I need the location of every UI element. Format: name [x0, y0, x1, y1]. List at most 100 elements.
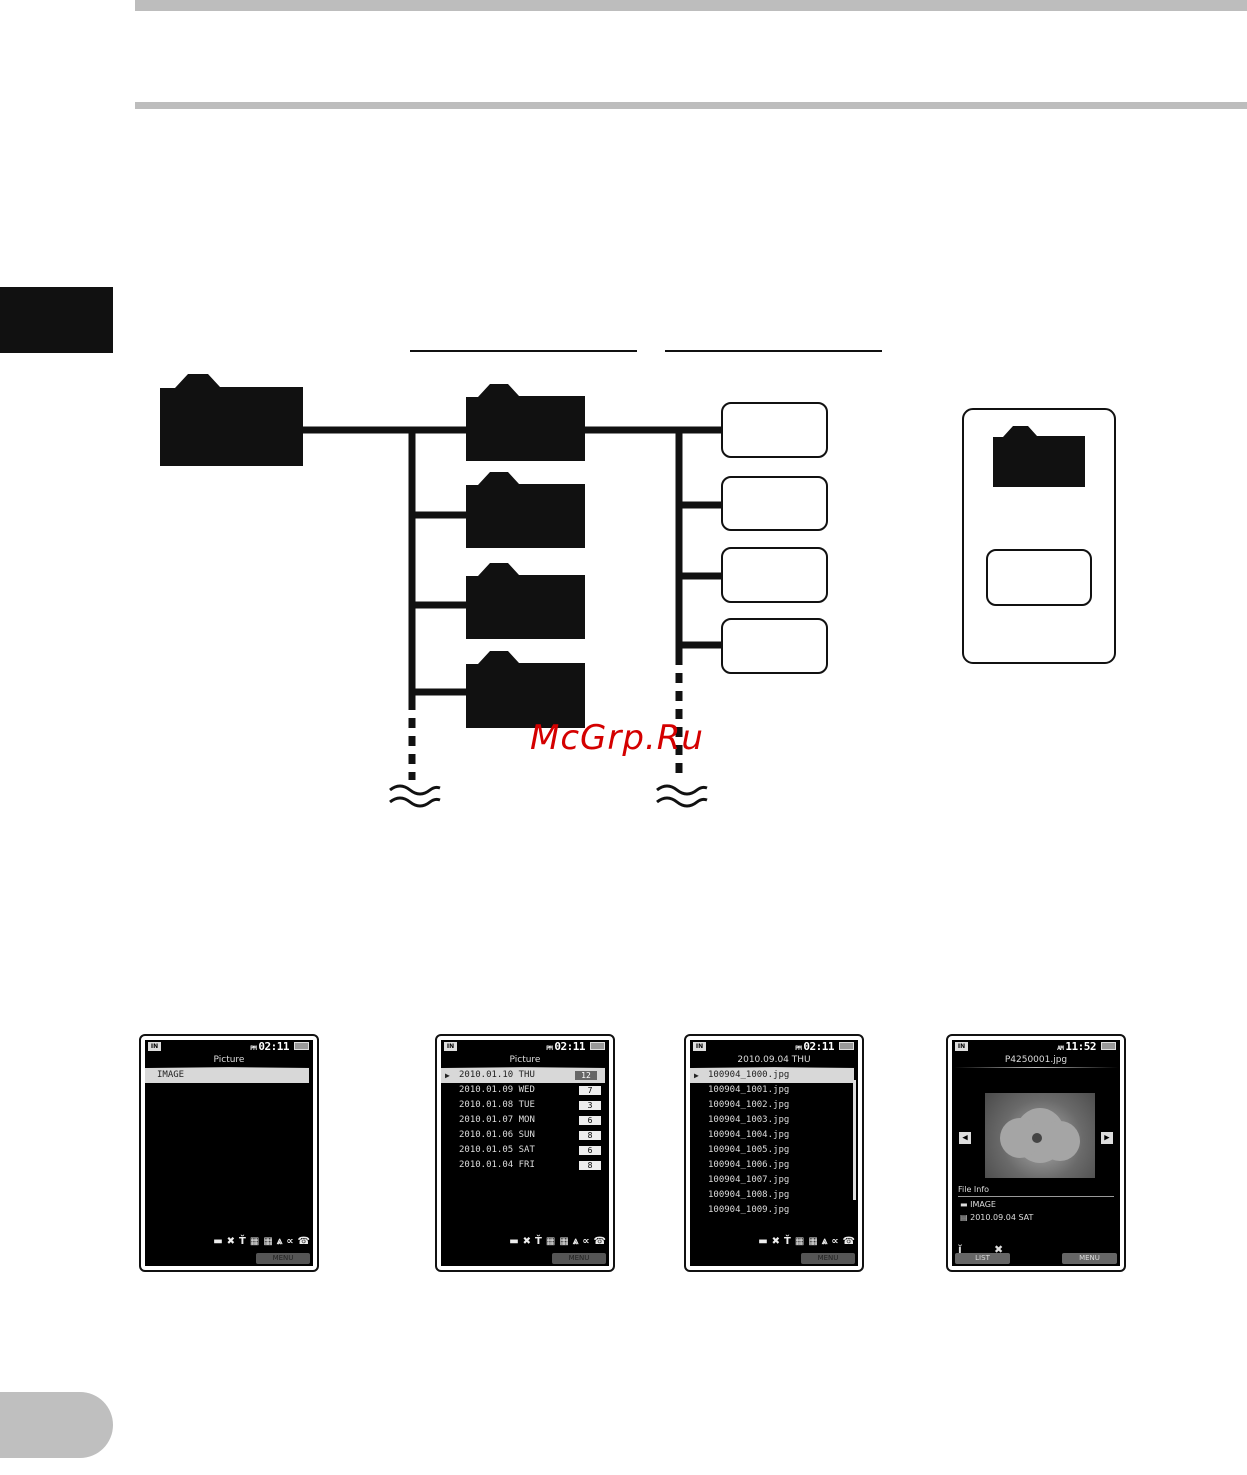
- file-icon: [721, 547, 828, 603]
- file-icon: [721, 402, 828, 458]
- title-divider: [443, 1067, 607, 1068]
- legend-folder-icon: [993, 426, 1085, 487]
- file-info-label: File Info: [958, 1185, 990, 1194]
- wave-break-icon: [389, 784, 441, 808]
- file-row[interactable]: 100904_1008.jpg: [708, 1190, 790, 1200]
- file-row[interactable]: 100904_1007.jpg: [708, 1175, 790, 1185]
- phone-icon: ☎: [593, 1235, 606, 1247]
- mode-icon: ▬: [509, 1235, 519, 1247]
- battery-icon: [1101, 1042, 1116, 1050]
- memory-badge: IN: [444, 1042, 457, 1051]
- phone-icon: ☎: [297, 1235, 310, 1247]
- cross-icon: ✖: [226, 1235, 236, 1247]
- grid-icon: ▦: [249, 1235, 260, 1247]
- file-row[interactable]: 100904_1003.jpg: [708, 1115, 790, 1125]
- antenna-icon: Ť: [784, 1235, 791, 1247]
- menu-button[interactable]: MENU: [552, 1253, 606, 1264]
- folder-icon: [466, 472, 585, 548]
- folder-icon: [466, 651, 585, 728]
- file-row[interactable]: 100904_1001.jpg: [708, 1085, 790, 1095]
- file-row[interactable]: ▶100904_1000.jpg: [690, 1068, 854, 1083]
- scrollbar[interactable]: [853, 1080, 856, 1200]
- root-folder-icon: [160, 374, 303, 466]
- antenna-icon: Ť: [239, 1235, 246, 1247]
- antenna-icon: Ť: [535, 1235, 542, 1247]
- file-row[interactable]: 100904_1009.jpg: [708, 1205, 790, 1215]
- memory-badge: IN: [955, 1042, 968, 1051]
- file-row[interactable]: 100904_1002.jpg: [708, 1100, 790, 1110]
- legend-box: [962, 408, 1116, 664]
- header-rule-top: [135, 0, 1247, 11]
- previous-arrow-icon[interactable]: ◀: [959, 1132, 971, 1144]
- grid-icon: ▦: [263, 1235, 273, 1247]
- menu-button[interactable]: MENU: [256, 1253, 310, 1264]
- list-button[interactable]: LIST: [955, 1253, 1010, 1264]
- file-icon: [721, 618, 828, 674]
- cross-icon: ✖: [771, 1235, 781, 1247]
- list-item[interactable]: IMAGE: [145, 1068, 309, 1083]
- file-row[interactable]: 100904_1006.jpg: [708, 1160, 790, 1170]
- title-divider: [147, 1067, 311, 1068]
- memory-badge: IN: [148, 1042, 161, 1051]
- grid-icon: ▦: [808, 1235, 818, 1247]
- tone-icon: ⩓: [572, 1235, 579, 1247]
- phone-icon: ☎: [842, 1235, 855, 1247]
- screen-title: 2010.09.04 THU: [737, 1055, 811, 1065]
- file-row[interactable]: 100904_1004.jpg: [708, 1130, 790, 1140]
- file-icon: [721, 476, 828, 531]
- header-rule-bottom: [135, 102, 1247, 109]
- folder-structure-diagram: [160, 350, 1116, 808]
- next-arrow-icon[interactable]: ▶: [1101, 1132, 1113, 1144]
- function-icon-bar: ▬✖Ť▦▦⩓∝☎: [690, 1234, 858, 1248]
- battery-icon: [294, 1042, 309, 1050]
- legend-file-icon: [986, 549, 1092, 606]
- mic-icon: ǐ: [958, 1243, 962, 1256]
- link-icon: ∝: [286, 1235, 294, 1247]
- battery-icon: [839, 1042, 854, 1050]
- link-icon: ∝: [582, 1235, 590, 1247]
- file-name: P4250001.jpg: [1004, 1055, 1068, 1065]
- tone-icon: ⩓: [821, 1235, 828, 1247]
- link-icon: ∝: [831, 1235, 839, 1247]
- file-row[interactable]: 100904_1005.jpg: [708, 1145, 790, 1155]
- grid-icon: ▦: [794, 1235, 805, 1247]
- cursor-icon: ▶: [445, 1071, 450, 1080]
- screen-title: Picture: [509, 1055, 541, 1065]
- folder-info: ▬ IMAGE: [960, 1200, 996, 1209]
- menu-button[interactable]: MENU: [801, 1253, 855, 1264]
- grid-icon: ▦: [545, 1235, 556, 1247]
- battery-icon: [590, 1042, 605, 1050]
- screen-title: Picture: [213, 1055, 245, 1065]
- mode-icon: ▬: [758, 1235, 768, 1247]
- mode-icon: ▬: [213, 1235, 223, 1247]
- info-divider: [958, 1196, 1114, 1197]
- watermark: McGrp.Ru: [530, 718, 704, 758]
- cross-icon: ✖: [522, 1235, 532, 1247]
- tone-icon: ⩓: [276, 1235, 283, 1247]
- menu-button[interactable]: MENU: [1062, 1253, 1117, 1264]
- photo-thumbnail: [985, 1093, 1095, 1178]
- grid-icon: ▦: [559, 1235, 569, 1247]
